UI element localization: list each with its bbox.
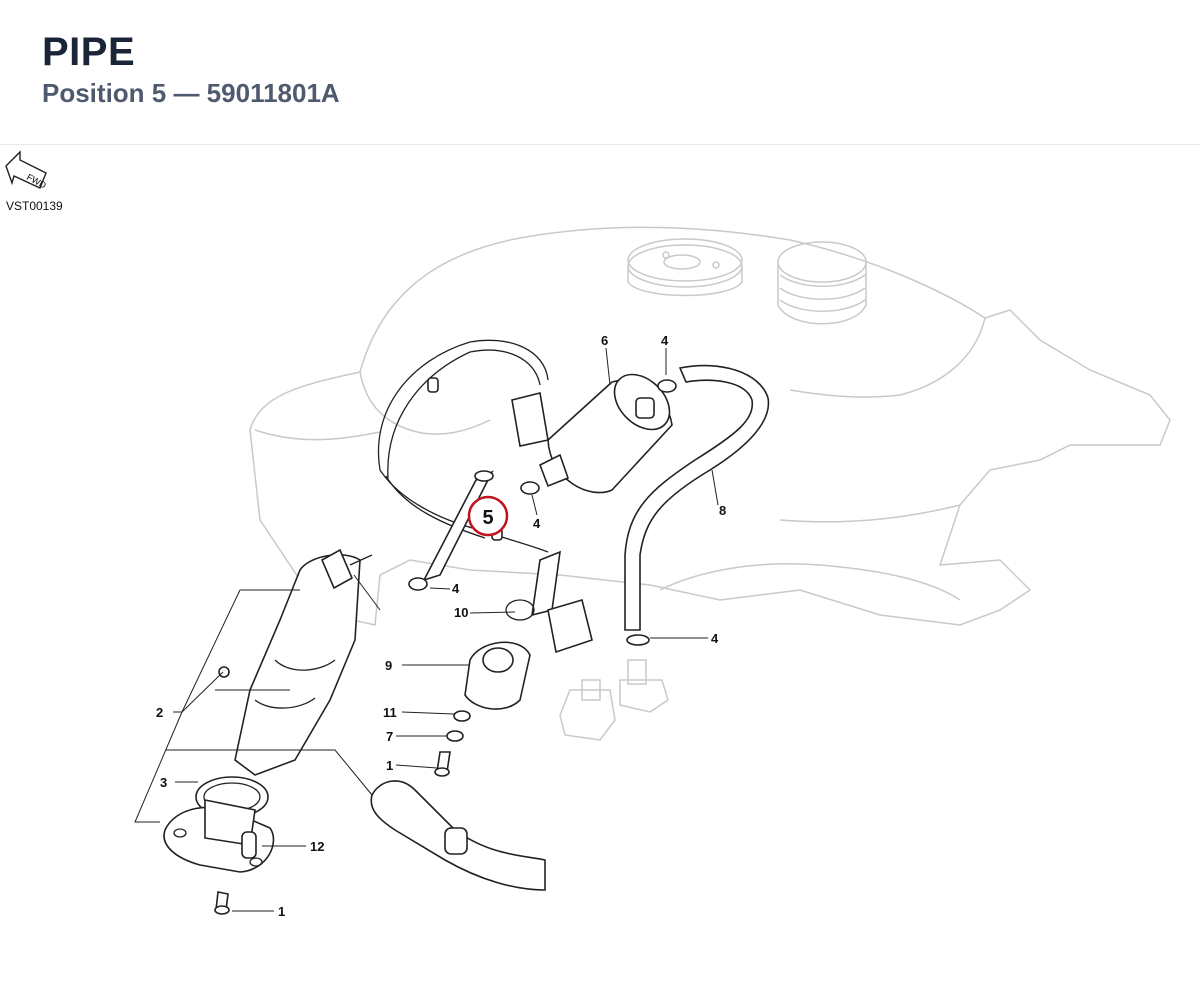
callout-7: 7: [386, 729, 393, 744]
callout-11: 11: [383, 705, 397, 720]
callout-1-base: 1: [278, 904, 285, 919]
highlight-label: 5: [482, 507, 493, 529]
callout-4-pipe: 4: [452, 581, 460, 596]
fuel-hose-8: [624, 364, 770, 631]
pressure-regulator: [434, 550, 593, 777]
fuel-hose-strap: [370, 780, 546, 891]
exploded-parts-diagram: FWD VST00139: [0, 145, 1200, 991]
fuel-filter: [538, 373, 673, 494]
callout-6: 6: [601, 333, 608, 348]
callout-2: 2: [156, 705, 163, 720]
callout-4-filter: 4: [533, 516, 541, 531]
fuel-tank-outline: [249, 226, 1171, 741]
highlight-callout-5[interactable]: 5: [467, 495, 509, 537]
callout-labels: 6 4 4 8 4 10 4 9 11 7 1 2 3 12 1: [156, 333, 726, 919]
callout-leaders: [134, 347, 719, 912]
callout-4-hose: 4: [711, 631, 719, 646]
page-header: PIPE Position 5 — 59011801A: [0, 0, 1200, 145]
diagram-code: VST00139: [6, 199, 63, 213]
pipe-5-part: [408, 379, 677, 646]
callout-3: 3: [160, 775, 167, 790]
callout-10: 10: [454, 605, 468, 620]
fuel-pump-assembly: [163, 548, 373, 915]
fwd-arrow-icon: FWD: [5, 150, 48, 191]
callout-12: 12: [310, 839, 324, 854]
callout-4-top: 4: [661, 333, 669, 348]
callout-1-regulator: 1: [386, 758, 393, 773]
diagram-canvas: FWD VST00139: [5, 150, 1171, 919]
callout-9: 9: [385, 658, 392, 673]
page-subtitle: Position 5 — 59011801A: [42, 78, 340, 108]
callout-8: 8: [719, 503, 726, 518]
page-title: PIPE: [42, 30, 136, 74]
